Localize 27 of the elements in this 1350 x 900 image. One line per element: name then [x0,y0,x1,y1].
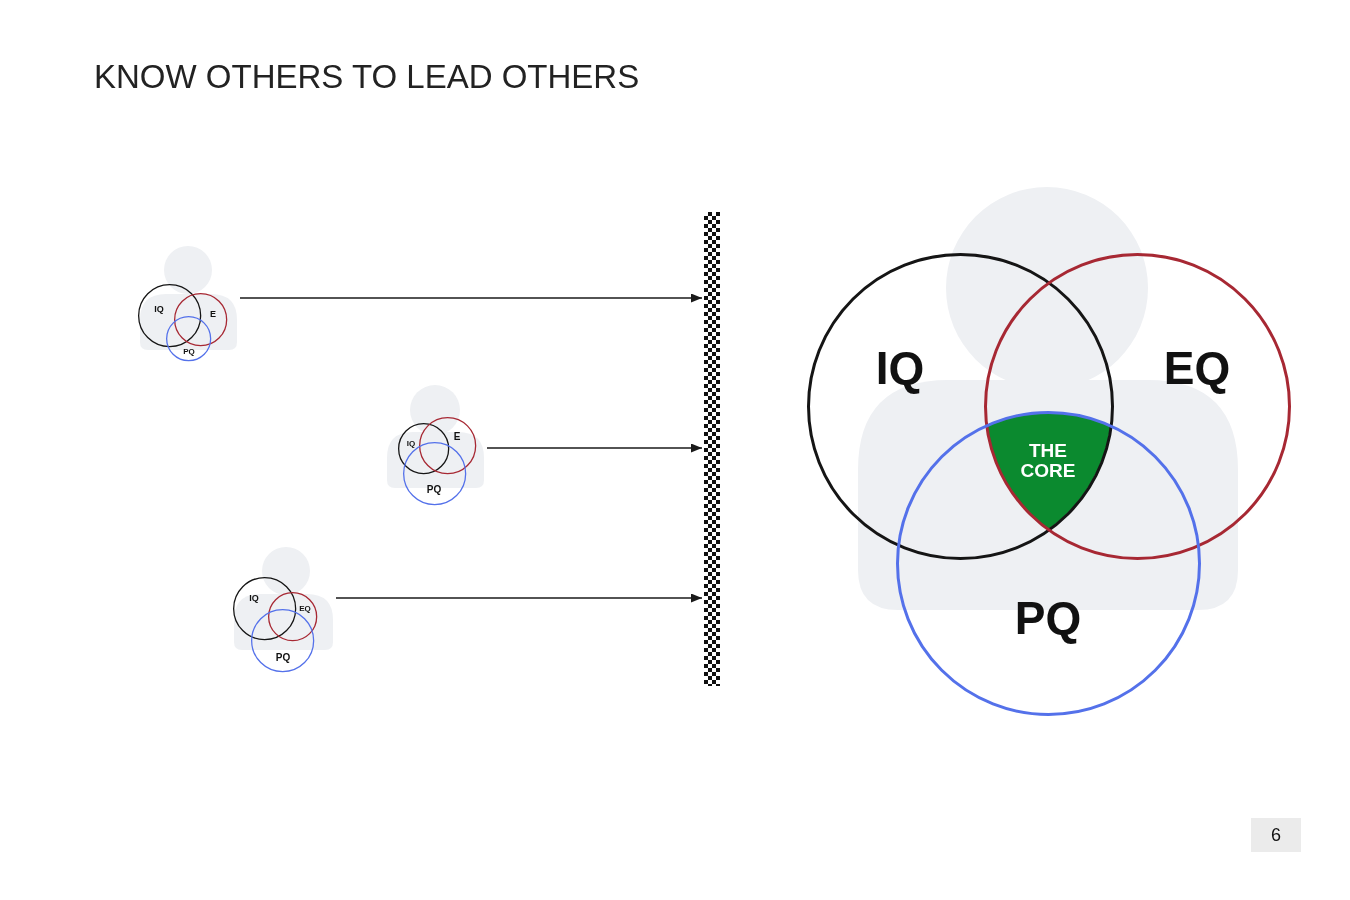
circle-label: E [210,309,216,319]
circle-label: PQ [183,348,195,356]
person-silhouette [234,547,333,650]
venn-circle [419,417,477,475]
venn-circle [166,316,212,362]
circle-label: E [453,432,461,442]
venn-circle [983,252,1291,560]
venn-circle [806,252,1114,560]
venn-circle [233,577,297,641]
venn-circle [138,284,202,348]
circle-label: PQ [275,653,291,663]
circle-label: PQ [426,485,442,495]
page-number: 6 [1251,818,1301,852]
circle-label: IQ [249,593,259,603]
core-region [986,412,1111,530]
circle-label: IQ [406,440,416,448]
arrow [335,593,703,603]
circle-label: IQ [154,304,164,314]
circle-label: EQ [299,605,311,613]
person-silhouette [140,246,237,350]
arrow [239,293,703,303]
venn-circle [895,410,1201,716]
venn-circle [398,423,450,475]
title: KNOW OTHERS TO LEAD OTHERS [94,58,640,96]
arrow [486,443,703,453]
venn-circle [403,442,467,506]
core-label: THE CORE [1019,441,1077,481]
